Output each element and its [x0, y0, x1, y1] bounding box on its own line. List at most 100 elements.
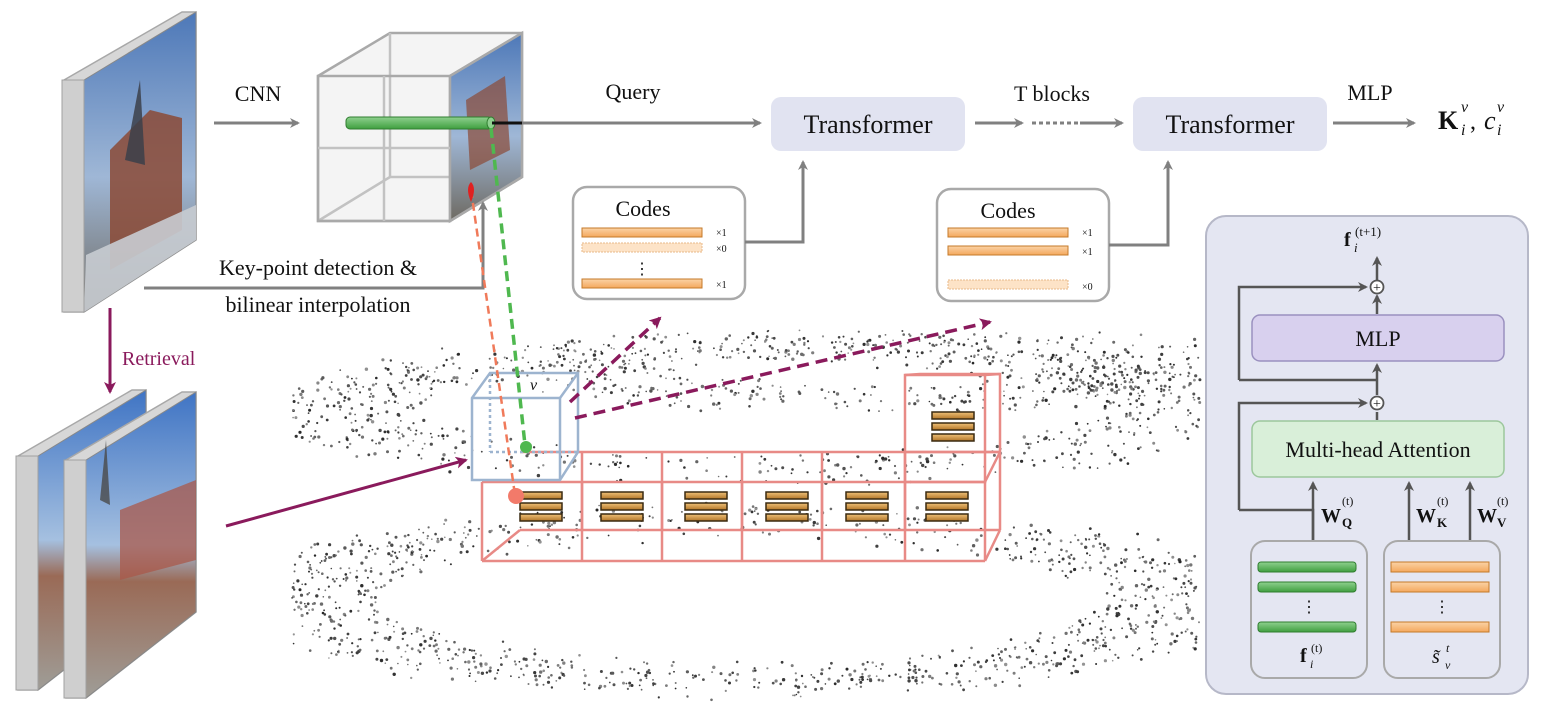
- cloud-point: [1189, 563, 1193, 567]
- residual-add-top: [1369, 279, 1385, 295]
- cloud-point: [725, 475, 728, 478]
- cloud-point: [320, 560, 323, 562]
- cloud-point: [330, 556, 333, 559]
- cloud-point: [584, 360, 587, 363]
- cloud-point: [489, 666, 492, 669]
- cloud-point: [1139, 333, 1143, 337]
- cloud-point: [310, 568, 313, 571]
- cloud-point: [393, 630, 396, 633]
- cloud-point: [1006, 441, 1010, 444]
- cloud-point: [595, 508, 599, 512]
- cloud-point: [308, 570, 310, 573]
- cloud-point: [410, 632, 413, 635]
- cloud-point: [1098, 331, 1101, 334]
- cloud-point: [1147, 614, 1150, 617]
- cloud-point: [589, 462, 593, 465]
- cloud-point: [790, 340, 794, 344]
- voxel-code-bar: [765, 513, 809, 522]
- cloud-point: [848, 687, 851, 690]
- cloud-point: [418, 392, 421, 395]
- cloud-point: [390, 554, 393, 557]
- cloud-point: [1084, 537, 1087, 540]
- cloud-point: [398, 551, 401, 553]
- cloud-point: [398, 449, 401, 453]
- cloud-point: [518, 469, 522, 472]
- cloud-point: [547, 360, 549, 362]
- cloud-point: [842, 335, 845, 338]
- cloud-point: [910, 460, 913, 463]
- cloud-point: [888, 533, 892, 536]
- cloud-point: [875, 675, 878, 678]
- cloud-point: [1146, 371, 1150, 375]
- cloud-point: [1006, 547, 1009, 551]
- cloud-point: [1156, 538, 1160, 542]
- cloud-point: [468, 520, 472, 524]
- cloud-point: [952, 452, 955, 455]
- cloud-point: [827, 391, 830, 393]
- cloud-point: [1131, 628, 1135, 632]
- cloud-point: [1092, 358, 1096, 362]
- cloud-point: [308, 408, 312, 412]
- cloud-point: [1094, 395, 1097, 397]
- cloud-point: [1004, 547, 1007, 550]
- cloud-point: [416, 378, 420, 382]
- cloud-point: [719, 672, 723, 676]
- cloud-point: [1138, 371, 1143, 376]
- cloud-point: [539, 346, 542, 348]
- cloud-point: [587, 683, 591, 687]
- cloud-point: [1155, 387, 1159, 390]
- cloud-point: [1101, 387, 1104, 390]
- cloud-point: [912, 669, 916, 673]
- cloud-point: [1123, 385, 1127, 390]
- cloud-point: [668, 368, 671, 371]
- cloud-point: [383, 584, 386, 587]
- cloud-point: [603, 377, 607, 381]
- cloud-point: [1066, 387, 1069, 391]
- cloud-point: [1062, 389, 1066, 393]
- cloud-point: [631, 346, 635, 349]
- cloud-point: [1167, 651, 1170, 654]
- block-detail-panel: f (t+1) i + MLP + Multi-head Attention W…: [1205, 215, 1529, 695]
- cloud-point: [861, 662, 865, 666]
- cloud-point: [361, 403, 364, 407]
- cloud-point: [1186, 563, 1190, 568]
- cloud-point: [344, 579, 348, 582]
- cloud-point: [479, 662, 483, 666]
- cloud-point: [1072, 457, 1076, 461]
- cloud-point: [1006, 669, 1009, 672]
- cloud-point: [901, 330, 904, 332]
- cloud-point: [1140, 402, 1144, 406]
- cloud-point: [806, 340, 810, 343]
- cloud-point: [584, 370, 587, 374]
- cloud-point: [419, 401, 423, 405]
- cloud-point: [349, 387, 352, 390]
- cloud-point: [338, 606, 341, 609]
- cloud-point: [327, 585, 330, 588]
- cloud-point: [1187, 580, 1190, 583]
- cloud-point: [843, 475, 846, 478]
- voxel-code-bar: [519, 491, 563, 500]
- cloud-point: [1157, 408, 1160, 411]
- cloud-point: [1016, 459, 1019, 463]
- cloud-point: [764, 338, 768, 342]
- cloud-point: [324, 589, 327, 592]
- cloud-point: [389, 359, 392, 362]
- cloud-point: [860, 675, 864, 679]
- cloud-point: [975, 553, 980, 557]
- cloud-point: [1088, 429, 1092, 432]
- cloud-point: [889, 351, 892, 354]
- cloud-point: [779, 386, 782, 388]
- voxel-code-bar: [519, 502, 563, 511]
- cloud-point: [1128, 381, 1132, 384]
- cloud-point: [742, 350, 746, 354]
- cloud-point: [1032, 390, 1034, 392]
- cloud-point: [1070, 630, 1073, 634]
- red-point: [508, 488, 524, 504]
- detail-mlp-box: [1251, 314, 1505, 362]
- cloud-point: [1121, 627, 1123, 630]
- cloud-point: [1153, 604, 1157, 608]
- output-label: K v i , c v i: [1438, 99, 1505, 139]
- cloud-point: [830, 661, 833, 665]
- cloud-point: [650, 386, 653, 390]
- cloud-point: [884, 334, 887, 336]
